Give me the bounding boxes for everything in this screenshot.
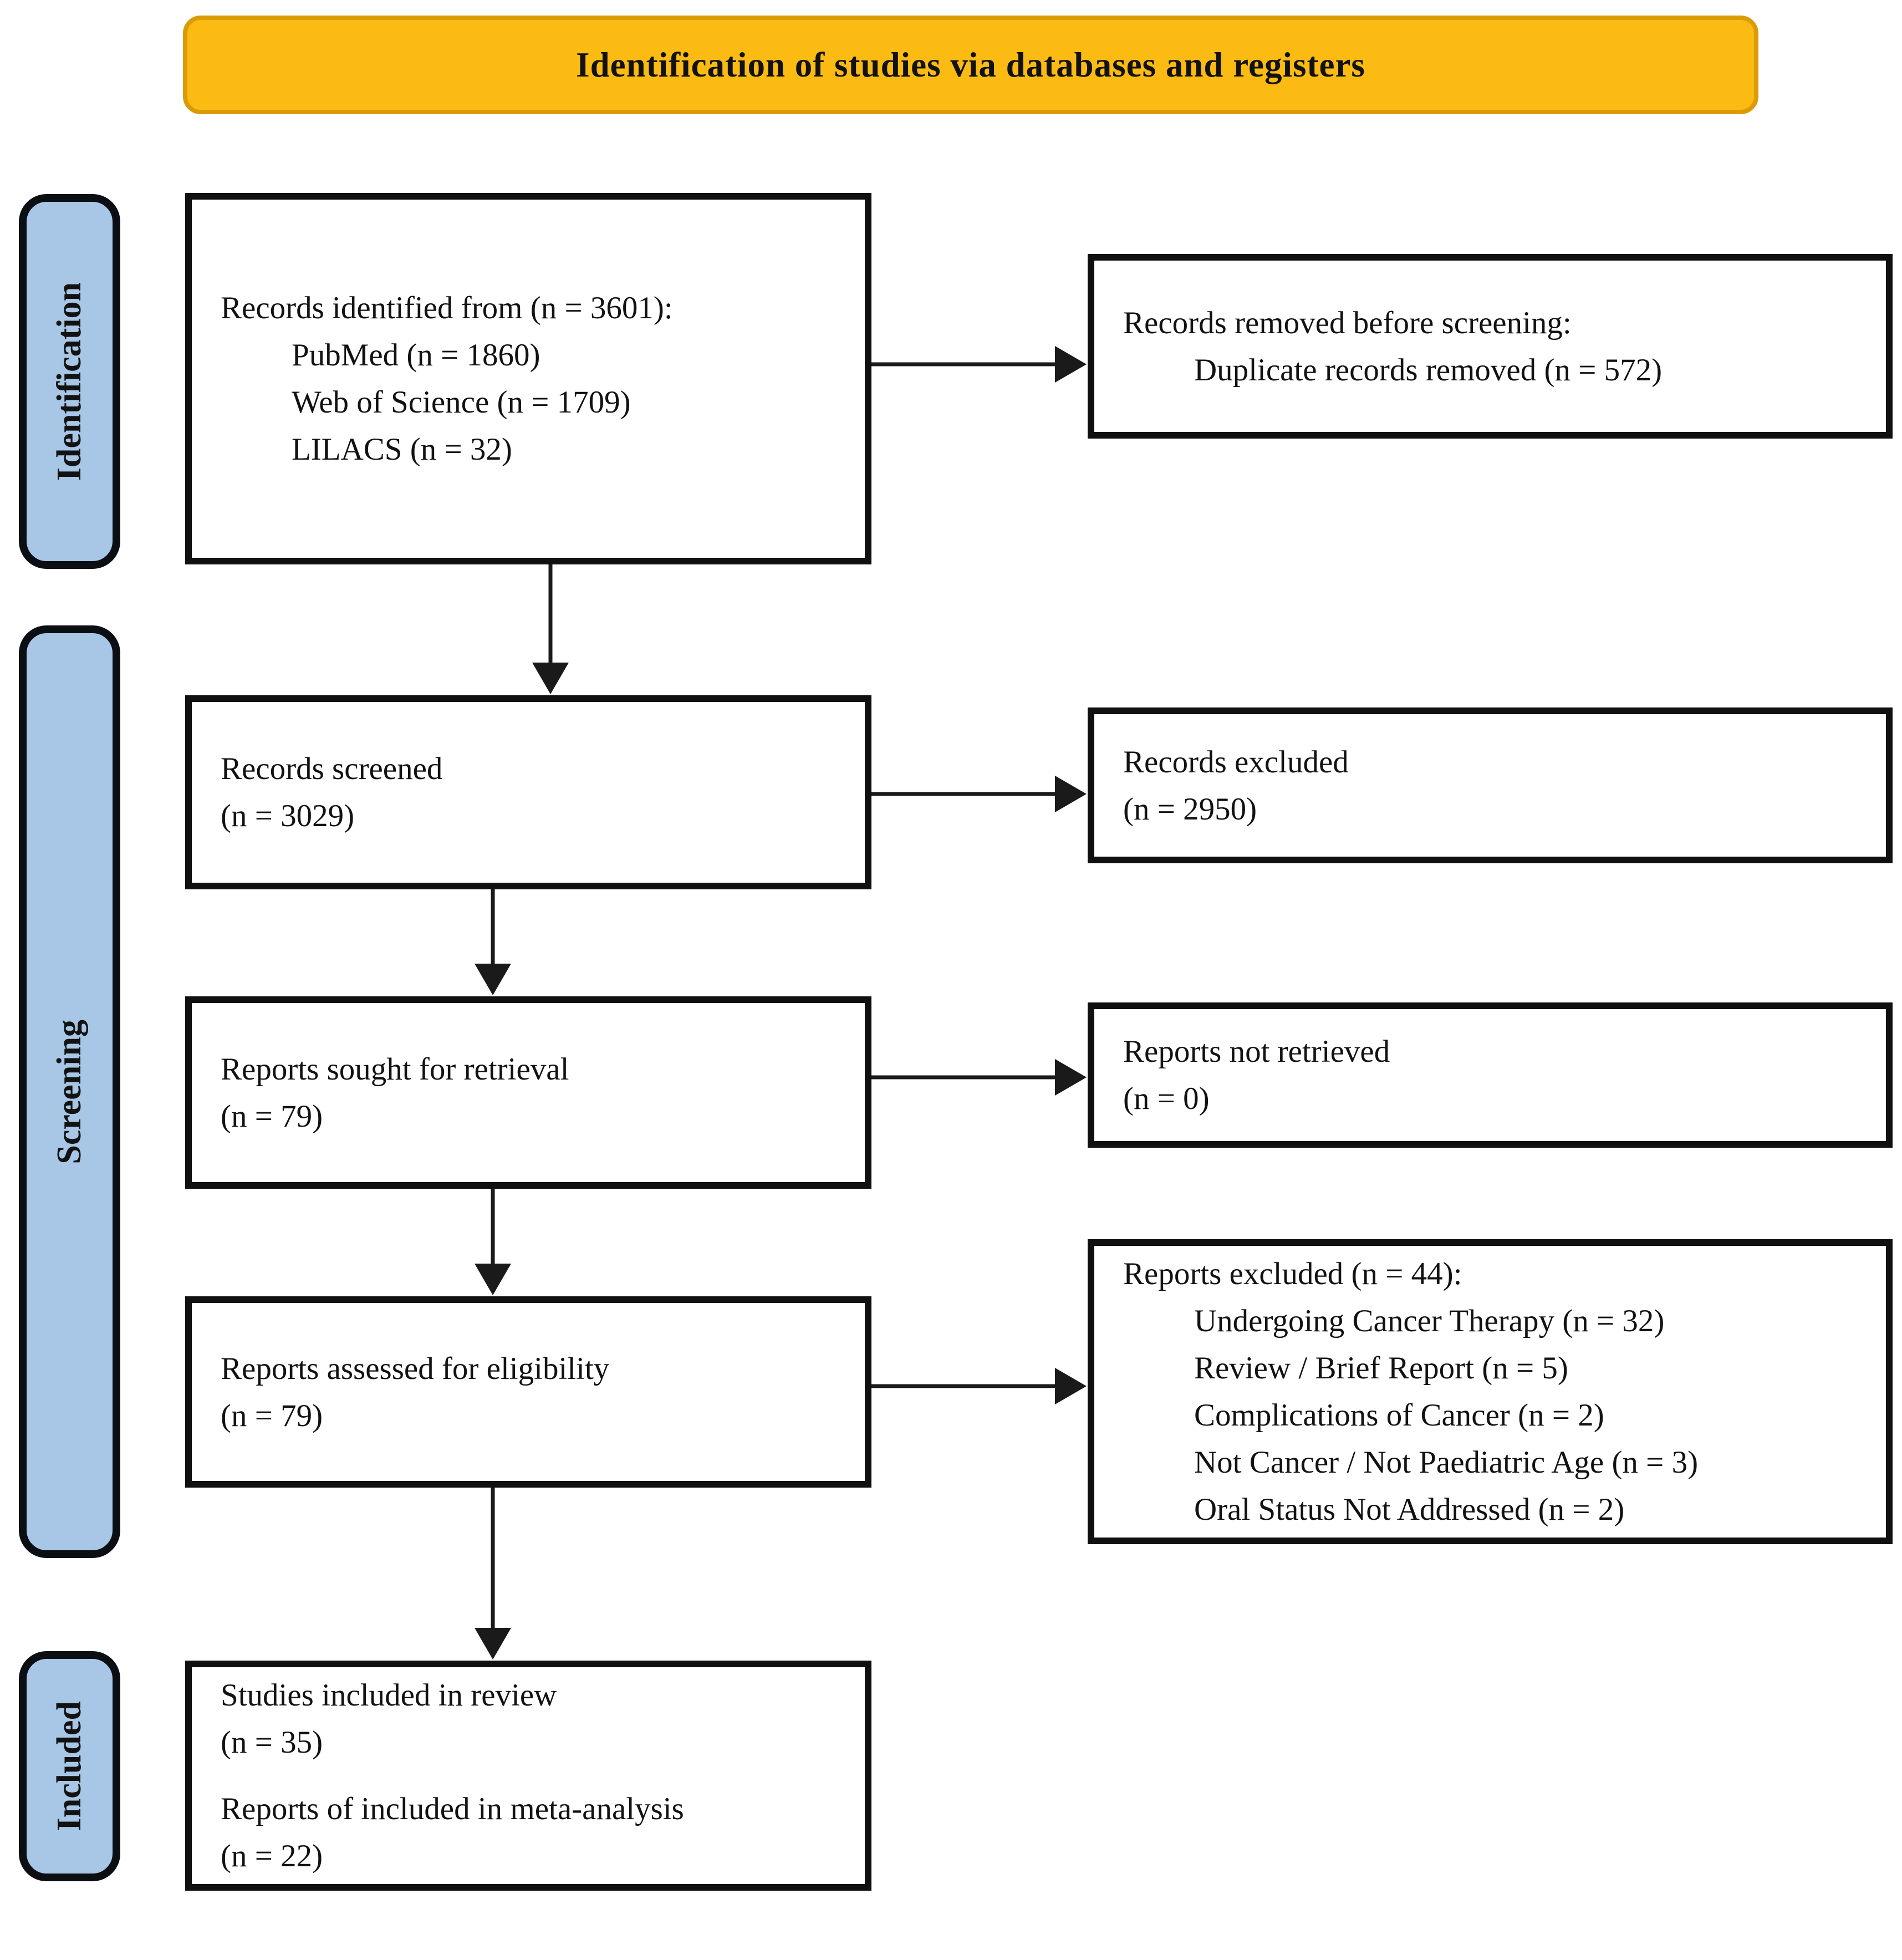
studies-included-spacer xyxy=(221,1766,854,1785)
arrow-sought-to-assessed xyxy=(475,1189,511,1295)
records-screened-count-line: (n = 3029) xyxy=(221,798,355,833)
studies-included-count-line: (n = 35) xyxy=(221,1725,323,1760)
reports-sought-title-line: Reports sought for retrieval xyxy=(221,1051,569,1087)
arrow-sought-to-not-retrieved xyxy=(871,1059,1087,1096)
box-reports-excluded: Reports excluded (n = 44): Undergoing Ca… xyxy=(1088,1239,1893,1544)
records-identified-source-lilacs: LILACS (n = 32) xyxy=(292,432,512,467)
reports-excluded-title-line: Reports excluded (n = 44): xyxy=(1123,1256,1462,1291)
meta-analysis-title-line: Reports of included in meta-analysis xyxy=(221,1791,684,1826)
records-identified-title-line: Records identified from (n = 3601): xyxy=(221,291,673,325)
reports-excluded-reason-complications: Complications of Cancer (n = 2) xyxy=(1194,1398,1604,1433)
stage-label-screening: Screening xyxy=(19,625,120,1558)
reports-excluded-reason-therapy: Undergoing Cancer Therapy (n = 32) xyxy=(1194,1304,1665,1338)
diagram-header-banner: Identification of studies via databases … xyxy=(183,16,1758,114)
stage-label-identification: Identification xyxy=(19,194,120,569)
arrow-identified-to-removed xyxy=(871,346,1087,383)
records-excluded-title-line: Records excluded xyxy=(1123,744,1349,780)
arrow-identified-to-screened xyxy=(532,564,569,694)
arrow-screened-to-sought xyxy=(475,889,511,995)
records-identified-source-wos: Web of Science (n = 1709) xyxy=(292,385,631,420)
box-studies-included: Studies included in review (n = 35) Repo… xyxy=(185,1661,871,1891)
diagram-title: Identification of studies via databases … xyxy=(576,45,1365,84)
stage-label-identification-text: Identification xyxy=(50,282,88,481)
box-reports-sought: Reports sought for retrieval (n = 79) xyxy=(185,996,871,1189)
reports-assessed-title-line: Reports assessed for eligibility xyxy=(221,1351,610,1386)
reports-not-retrieved-title-line: Reports not retrieved xyxy=(1123,1034,1390,1069)
arrow-assessed-to-reports-excluded xyxy=(871,1368,1087,1404)
reports-sought-count-line: (n = 79) xyxy=(221,1098,323,1134)
box-reports-assessed: Reports assessed for eligibility (n = 79… xyxy=(185,1296,871,1488)
records-excluded-count-line: (n = 2950) xyxy=(1123,791,1257,827)
stage-label-included-text: Included xyxy=(50,1701,88,1831)
box-records-identified: Records identified from (n = 3601): PubM… xyxy=(185,193,871,564)
records-removed-duplicates-line: Duplicate records removed (n = 572) xyxy=(1194,352,1663,388)
stage-label-screening-text: Screening xyxy=(50,1019,88,1164)
studies-included-title-line: Studies included in review xyxy=(221,1678,557,1713)
meta-analysis-count-line: (n = 22) xyxy=(221,1839,323,1874)
box-records-excluded: Records excluded (n = 2950) xyxy=(1088,707,1893,863)
stage-label-included: Included xyxy=(19,1651,120,1881)
reports-excluded-reason-review: Review / Brief Report (n = 5) xyxy=(1194,1351,1568,1386)
reports-excluded-reason-not-cancer: Not Cancer / Not Paediatric Age (n = 3) xyxy=(1194,1445,1699,1480)
records-removed-title-line: Records removed before screening: xyxy=(1123,305,1572,340)
records-screened-title-line: Records screened xyxy=(221,751,443,786)
box-records-screened: Records screened (n = 3029) xyxy=(185,695,871,889)
reports-assessed-count-line: (n = 79) xyxy=(221,1398,323,1433)
reports-not-retrieved-count-line: (n = 0) xyxy=(1123,1081,1210,1116)
arrow-screened-to-excluded xyxy=(871,776,1087,812)
box-records-removed: Records removed before screening: Duplic… xyxy=(1088,254,1893,439)
records-identified-source-pubmed: PubMed (n = 1860) xyxy=(292,338,540,373)
reports-excluded-reason-oral-status: Oral Status Not Addressed (n = 2) xyxy=(1194,1492,1625,1527)
arrow-assessed-to-included xyxy=(475,1488,511,1659)
box-reports-not-retrieved: Reports not retrieved (n = 0) xyxy=(1088,1002,1893,1148)
